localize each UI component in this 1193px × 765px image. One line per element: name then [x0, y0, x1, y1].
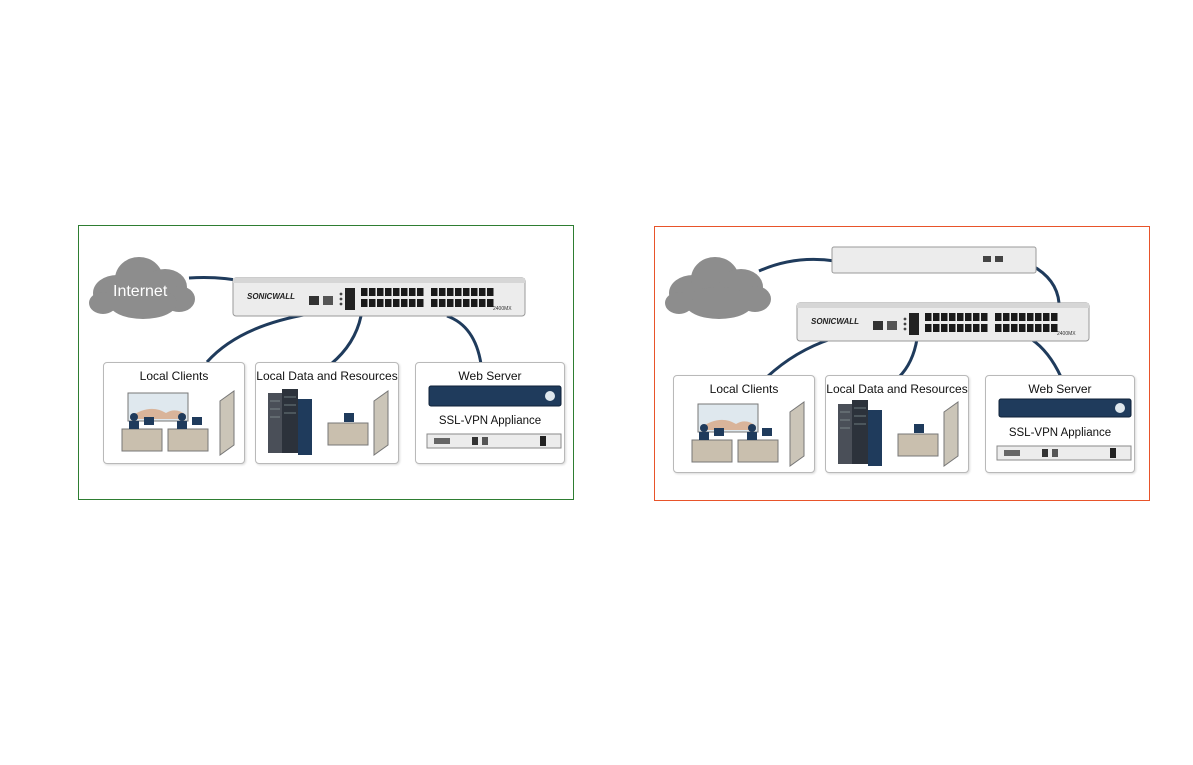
ethernet-port [995, 313, 1002, 321]
ethernet-port [1027, 313, 1034, 321]
ethernet-port [377, 299, 384, 307]
web-server-icon [998, 398, 1132, 418]
zone-title-data: Local Data and Resources [256, 369, 398, 383]
ethernet-port [417, 299, 424, 307]
ethernet-port [1051, 313, 1058, 321]
firewall-brand: SONICWALL [247, 292, 295, 301]
ethernet-port [471, 299, 478, 307]
top-appliance-icon [831, 245, 1037, 275]
zone-local-clients: Local Clients [673, 375, 815, 473]
ethernet-port [933, 313, 940, 321]
zone-title-clients: Local Clients [104, 369, 244, 383]
zone-dmz: Web Server SSL-VPN Appliance [985, 375, 1135, 473]
ethernet-port [463, 299, 470, 307]
ethernet-port [393, 288, 400, 296]
ethernet-port [965, 324, 972, 332]
zone-title-clients: Local Clients [674, 382, 814, 396]
web-server-icon [428, 385, 562, 407]
ethernet-port [393, 299, 400, 307]
ethernet-port [369, 299, 376, 307]
firewall-brand: SONICWALL [811, 317, 859, 326]
zone-title-sslvpn: SSL-VPN Appliance [416, 415, 564, 427]
ethernet-port [417, 288, 424, 296]
ethernet-port [447, 288, 454, 296]
ethernet-port [471, 288, 478, 296]
ethernet-port [463, 288, 470, 296]
ethernet-port [385, 288, 392, 296]
ethernet-port [479, 299, 486, 307]
zone-title-webserver: Web Server [986, 382, 1134, 396]
ethernet-port [1011, 324, 1018, 332]
ethernet-port [1043, 324, 1050, 332]
ethernet-port [447, 299, 454, 307]
ethernet-port [409, 288, 416, 296]
diagram-panel-right: SONICWALL 2400MX Local Clients Local Dat… [654, 226, 1150, 501]
ethernet-port [487, 288, 494, 296]
ethernet-port [431, 288, 438, 296]
zone-title-sslvpn: SSL-VPN Appliance [986, 427, 1134, 439]
zone-local-data: Local Data and Resources [825, 375, 969, 473]
ethernet-port [369, 288, 376, 296]
zone-title-webserver: Web Server [416, 369, 564, 383]
ethernet-port [1035, 324, 1042, 332]
ethernet-port [455, 299, 462, 307]
ethernet-port [1027, 324, 1034, 332]
zone-local-clients: Local Clients [103, 362, 245, 464]
server-racks-icon [834, 398, 964, 470]
ethernet-port [401, 288, 408, 296]
ethernet-port [941, 324, 948, 332]
ethernet-port [995, 324, 1002, 332]
zone-dmz: Web Server SSL-VPN Appliance [415, 362, 565, 464]
ethernet-port [957, 313, 964, 321]
ethernet-port [933, 324, 940, 332]
zone-title-data: Local Data and Resources [826, 382, 968, 396]
ethernet-port [925, 324, 932, 332]
firewall-model: 2400MX [493, 306, 512, 312]
firewall-model: 2400MX [1057, 331, 1076, 337]
ethernet-port [455, 288, 462, 296]
ethernet-port [439, 288, 446, 296]
diagram-panel-left: Internet SONICWALL 2400MX Local Clients … [78, 225, 574, 500]
ethernet-port [1003, 313, 1010, 321]
ethernet-port [377, 288, 384, 296]
ethernet-port [925, 313, 932, 321]
internet-cloud-icon [663, 253, 775, 321]
ethernet-port [949, 313, 956, 321]
ethernet-port [361, 299, 368, 307]
ssl-vpn-appliance-icon [426, 433, 562, 449]
ethernet-port [973, 313, 980, 321]
ethernet-port [1003, 324, 1010, 332]
ethernet-port [1035, 313, 1042, 321]
ssl-vpn-appliance-icon [996, 445, 1132, 461]
server-racks-icon [264, 387, 394, 461]
ethernet-port [431, 299, 438, 307]
ethernet-port [385, 299, 392, 307]
ethernet-port [409, 299, 416, 307]
ethernet-port [439, 299, 446, 307]
ethernet-port [401, 299, 408, 307]
ethernet-port [981, 324, 988, 332]
office-workers-icon [680, 398, 810, 470]
ethernet-port [949, 324, 956, 332]
firewall-appliance-icon: SONICWALL 2400MX [231, 276, 527, 318]
ethernet-port [361, 288, 368, 296]
ethernet-port [965, 313, 972, 321]
office-workers-icon [110, 387, 240, 461]
ethernet-port [1019, 313, 1026, 321]
ethernet-port [973, 324, 980, 332]
ethernet-port [479, 288, 486, 296]
ethernet-port [957, 324, 964, 332]
ethernet-port [1043, 313, 1050, 321]
zone-local-data: Local Data and Resources [255, 362, 399, 464]
ethernet-port [1019, 324, 1026, 332]
ethernet-port [981, 313, 988, 321]
cloud-label: Internet [113, 283, 167, 301]
ethernet-port [941, 313, 948, 321]
firewall-appliance-icon: SONICWALL 2400MX [795, 301, 1091, 343]
ethernet-port [1011, 313, 1018, 321]
